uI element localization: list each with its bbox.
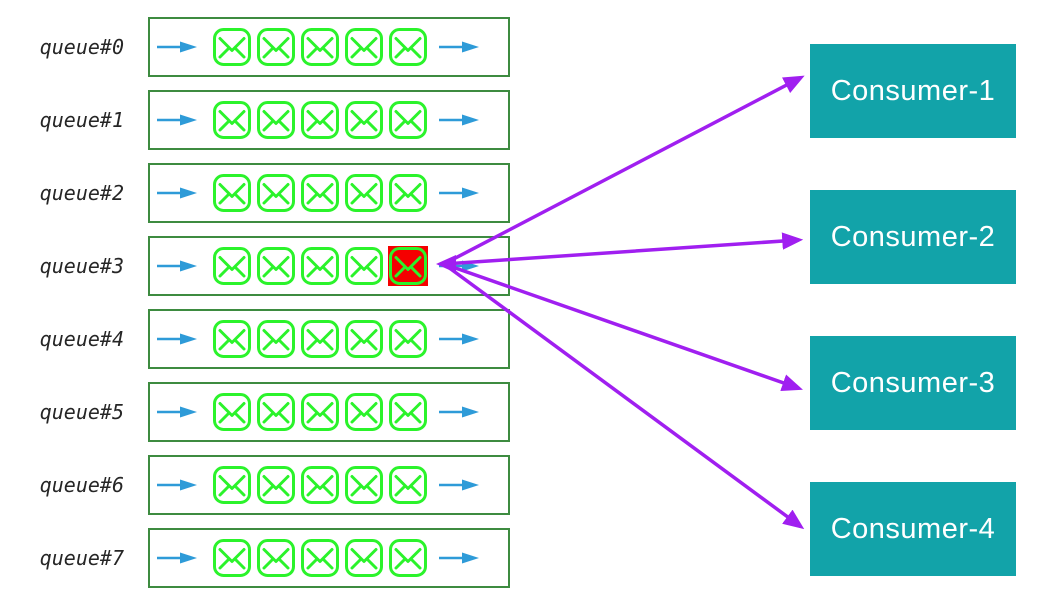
envelope-icon (213, 393, 251, 431)
queue-label: queue#3 (39, 254, 124, 278)
envelope-icon (213, 466, 251, 504)
queue-row: queue#4 (0, 309, 510, 369)
envelope-icon (213, 174, 251, 212)
message-list (212, 538, 428, 578)
queue-label: queue#1 (39, 108, 124, 132)
outflow-arrow-icon (439, 114, 479, 126)
envelope-icon (389, 539, 427, 577)
envelope-icon (301, 539, 339, 577)
queue-row: queue#7 (0, 528, 510, 588)
envelope-icon (213, 28, 251, 66)
envelope-icon (389, 101, 427, 139)
envelope-icon (345, 320, 383, 358)
message-list (212, 392, 428, 432)
queue-box (148, 163, 510, 223)
envelope-icon (257, 28, 295, 66)
queue-label: queue#5 (39, 400, 124, 424)
envelope-icon (301, 466, 339, 504)
outflow-arrow-icon (439, 187, 479, 199)
queue-row: queue#2 (0, 163, 510, 223)
inflow-arrow-icon (157, 333, 197, 345)
queue-box (148, 455, 510, 515)
envelope-icon (301, 101, 339, 139)
envelope-icon (389, 393, 427, 431)
message-list (212, 319, 428, 359)
message-list (212, 100, 428, 140)
envelope-icon (257, 174, 295, 212)
envelope-icon (301, 174, 339, 212)
envelope-icon (345, 247, 383, 285)
queue-box (148, 17, 510, 77)
outflow-arrow-icon (439, 333, 479, 345)
envelope-icon (389, 320, 427, 358)
message-list (212, 173, 428, 213)
envelope-icon (345, 393, 383, 431)
inflow-arrow-icon (157, 187, 197, 199)
queue-label: queue#2 (39, 181, 124, 205)
envelope-icon (257, 393, 295, 431)
queue-box (148, 90, 510, 150)
queue-label: queue#4 (39, 327, 124, 351)
outflow-arrow-icon (439, 260, 479, 272)
envelope-icon (301, 320, 339, 358)
message-list (212, 465, 428, 505)
consumer-box: Consumer-4 (810, 482, 1016, 576)
queue-row: queue#5 (0, 382, 510, 442)
envelope-icon (213, 539, 251, 577)
envelope-icon (213, 247, 251, 285)
inflow-arrow-icon (157, 552, 197, 564)
queue-box (148, 528, 510, 588)
outflow-arrow-icon (439, 552, 479, 564)
queue-label: queue#7 (39, 546, 124, 570)
envelope-icon (389, 174, 427, 212)
outflow-arrow-icon (439, 41, 479, 53)
envelope-icon (301, 247, 339, 285)
queue-row: queue#6 (0, 455, 510, 515)
highlighted-envelope-icon (388, 246, 428, 286)
envelope-icon (257, 320, 295, 358)
envelope-icon (257, 466, 295, 504)
inflow-arrow-icon (157, 41, 197, 53)
inflow-arrow-icon (157, 479, 197, 491)
consumer-list: Consumer-1 Consumer-2 Consumer-3 Consume… (810, 44, 1016, 576)
envelope-icon (257, 247, 295, 285)
envelope-icon (301, 393, 339, 431)
outflow-arrow-icon (439, 479, 479, 491)
consumer-box: Consumer-3 (810, 336, 1016, 430)
envelope-icon (213, 320, 251, 358)
inflow-arrow-icon (157, 406, 197, 418)
envelope-icon (257, 539, 295, 577)
consumer-box: Consumer-1 (810, 44, 1016, 138)
queue-row: queue#1 (0, 90, 510, 150)
queue-box (148, 309, 510, 369)
envelope-icon (345, 28, 383, 66)
message-list (212, 27, 428, 67)
envelope-icon (389, 466, 427, 504)
queue-row: queue#3 (0, 236, 510, 296)
envelope-icon (389, 28, 427, 66)
envelope-icon (257, 101, 295, 139)
envelope-icon (345, 101, 383, 139)
inflow-arrow-icon (157, 114, 197, 126)
outflow-arrow-icon (439, 406, 479, 418)
queue-list: queue#0 queue#1 queue#2 qu (0, 17, 510, 588)
queue-row: queue#0 (0, 17, 510, 77)
envelope-icon (301, 28, 339, 66)
message-list (212, 246, 428, 286)
envelope-icon (213, 101, 251, 139)
queue-label: queue#0 (39, 35, 124, 59)
inflow-arrow-icon (157, 260, 197, 272)
queue-box (148, 382, 510, 442)
envelope-icon (345, 466, 383, 504)
queue-box (148, 236, 510, 296)
envelope-icon (345, 174, 383, 212)
envelope-icon (345, 539, 383, 577)
queue-label: queue#6 (39, 473, 124, 497)
consumer-box: Consumer-2 (810, 190, 1016, 284)
